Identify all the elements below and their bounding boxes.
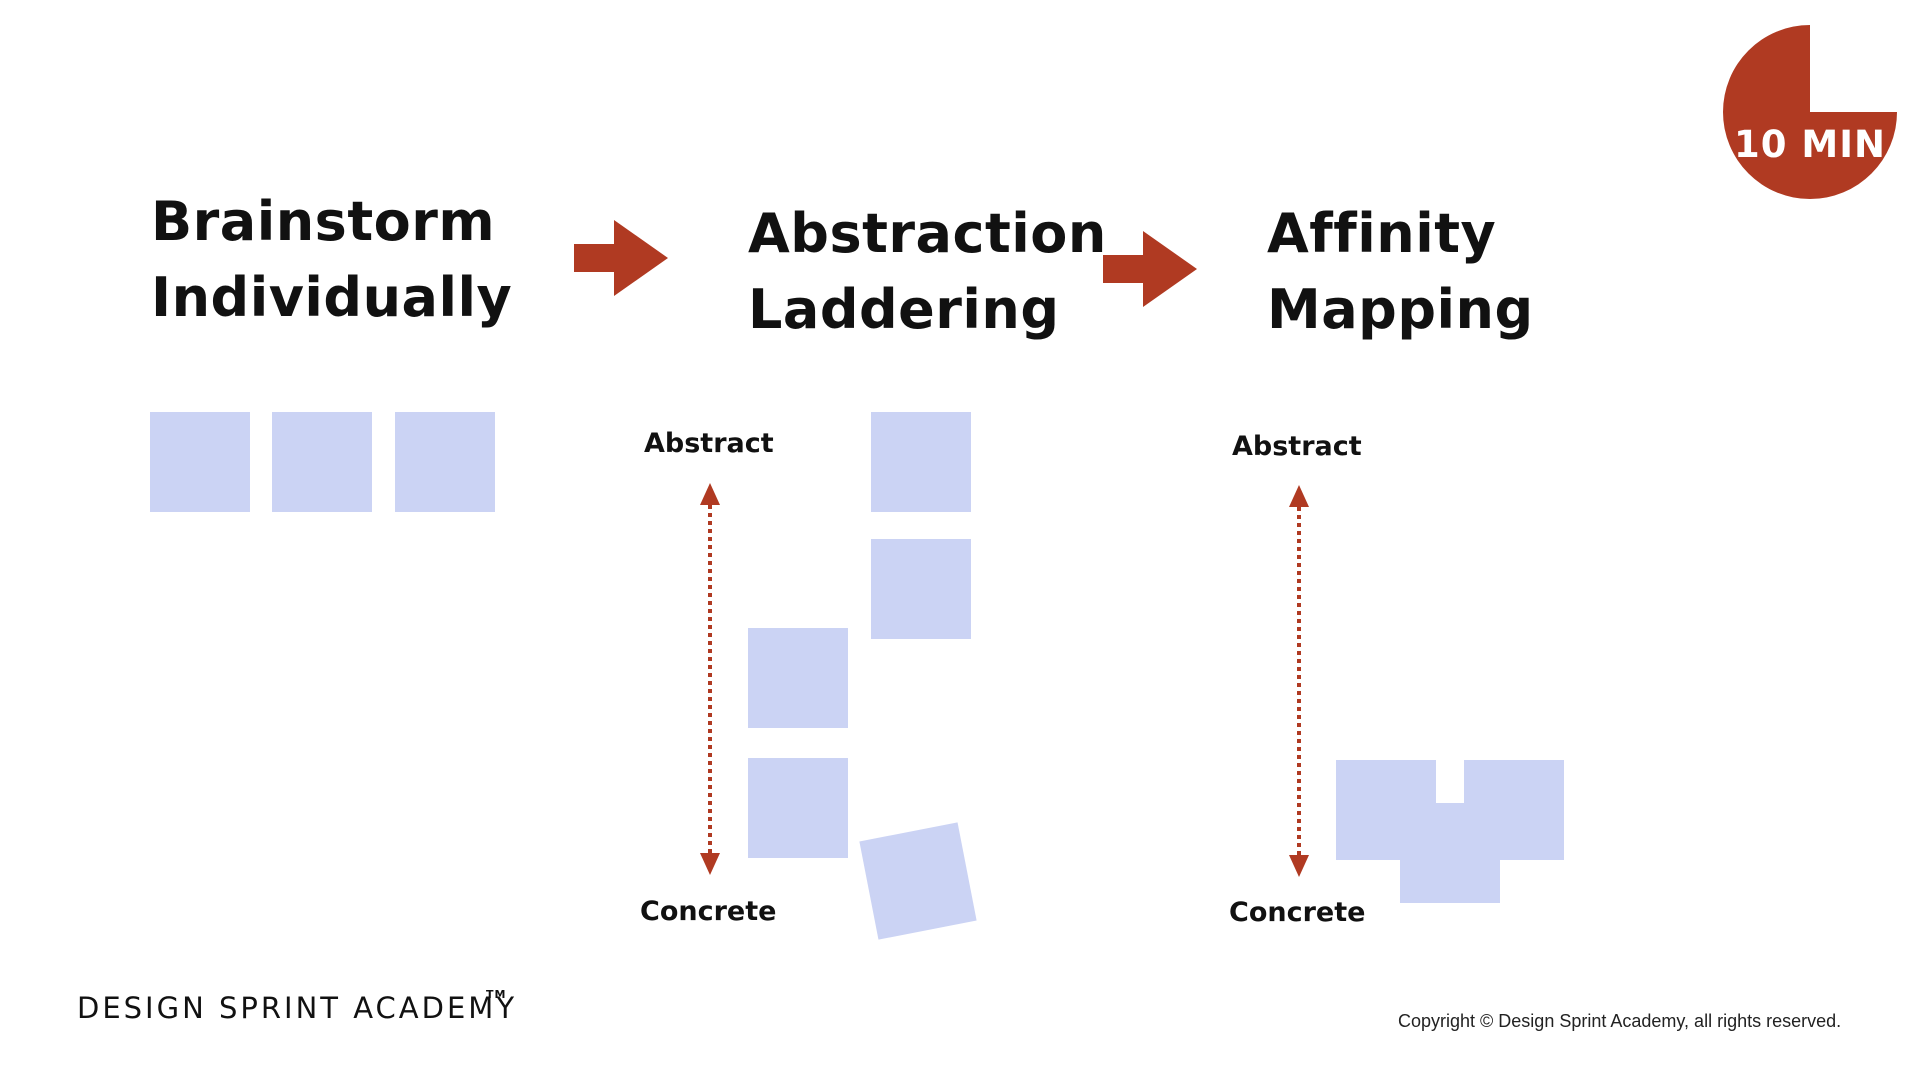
step-title-line: Individually xyxy=(151,266,513,329)
sticky-note-cluster xyxy=(1400,803,1500,903)
step-title-line: Laddering xyxy=(748,278,1060,341)
copyright-notice: Copyright © Design Sprint Academy, all r… xyxy=(1398,1011,1842,1031)
step-title-line: Affinity xyxy=(1267,202,1497,265)
sticky-note xyxy=(748,628,848,728)
clock-pie-icon xyxy=(1723,25,1897,199)
right-arrow-icon xyxy=(1103,231,1197,307)
brand-logo-text: DESIGN SPRINT ACADEMY xyxy=(77,991,518,1025)
double-headed-dotted-arrow-icon xyxy=(700,483,720,875)
sticky-note xyxy=(871,412,971,512)
sticky-note xyxy=(748,758,848,858)
concrete-label: Concrete xyxy=(640,896,777,927)
abstract-label: Abstract xyxy=(1232,431,1362,462)
step-title-line: Abstraction xyxy=(748,202,1107,265)
step-title-abstraction-laddering: Abstraction Laddering xyxy=(748,196,1107,348)
right-arrow-icon xyxy=(574,220,668,296)
step-title-affinity-mapping: Affinity Mapping xyxy=(1267,196,1534,348)
step-title-line: Mapping xyxy=(1267,278,1534,341)
step-title-brainstorm: Brainstorm Individually xyxy=(151,184,512,336)
sticky-note xyxy=(871,539,971,639)
sticky-note xyxy=(272,412,372,512)
trademark-symbol: TM xyxy=(486,988,507,1001)
sticky-note-tilted xyxy=(859,822,977,940)
double-headed-dotted-arrow-icon xyxy=(1289,485,1309,877)
step-title-line: Brainstorm xyxy=(151,190,496,253)
sticky-note xyxy=(395,412,495,512)
concrete-label: Concrete xyxy=(1229,897,1366,928)
timer-badge: 10 MIN xyxy=(1717,25,1903,199)
sticky-note xyxy=(150,412,250,512)
abstract-label: Abstract xyxy=(644,428,774,459)
timer-label: 10 MIN xyxy=(1734,123,1886,166)
